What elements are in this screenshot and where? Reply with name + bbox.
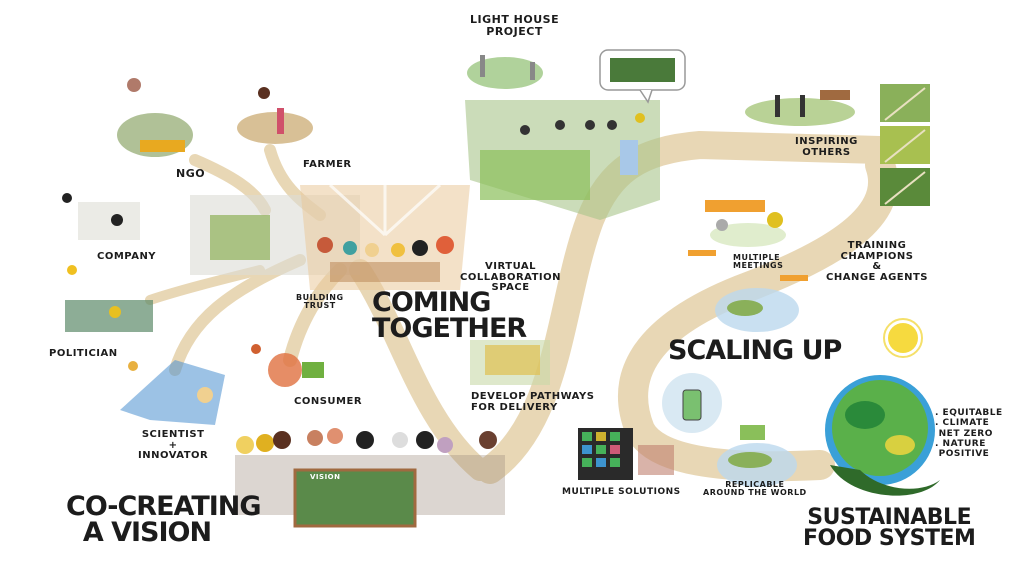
speech-bubble-icon — [599, 49, 686, 104]
politician-label: Politician — [49, 348, 118, 359]
inspiring-others-label: InspiringOthers — [795, 136, 858, 158]
lighthouse-project-label: Light HouseProject — [470, 14, 559, 37]
company-label: Company — [97, 251, 157, 262]
consumer-scene — [251, 344, 324, 387]
hand-icon — [830, 465, 940, 496]
label-line: Coming — [372, 287, 491, 318]
co-creating-vision-title: Co-Creating a Vision — [66, 491, 262, 548]
outcome-item: . Nature — [935, 439, 986, 450]
solutions-scene — [578, 428, 674, 480]
scaling-up-title: Scaling Up — [668, 335, 842, 366]
coming-together-scene — [300, 183, 470, 290]
earth-globe-icon — [825, 375, 935, 485]
globe-icon — [715, 288, 799, 332]
farmer-label: Farmer — [303, 159, 352, 170]
vision-board-label: Vision — [310, 473, 341, 481]
label-line: Co-Creating — [66, 491, 262, 522]
multiple-meetings-label: MultipleMeetings — [733, 253, 784, 271]
label-line: for Delivery — [471, 401, 558, 413]
scientist-innovator-label: Scientist+Innovator — [138, 429, 209, 462]
label-line: + — [168, 439, 178, 451]
aerial-field-images — [880, 84, 930, 206]
label-line: Change Agents — [826, 271, 929, 283]
label-line: Develop Pathways — [471, 391, 595, 402]
label-line: Around the World — [703, 488, 807, 498]
label-line: Trust — [303, 301, 336, 311]
label-line: Meetings — [733, 261, 784, 271]
coming-together-title: ComingTogether — [372, 287, 527, 344]
label-line: Virtual — [485, 261, 536, 272]
label-line: Replicable — [725, 480, 785, 489]
scientist-scene — [120, 360, 225, 425]
phone-icon — [662, 373, 722, 433]
training-champions-label: TrainingChampions&Change Agents — [826, 240, 929, 283]
vision-group-scene — [235, 428, 505, 528]
label-line: Food System — [803, 525, 976, 551]
label-line: Innovator — [138, 450, 209, 461]
inspiring-scene — [745, 90, 855, 126]
outcome-item: Net Zero — [938, 428, 993, 439]
ngo-scene — [117, 78, 193, 157]
label-line: Scientist — [141, 429, 205, 440]
develop-pathways-scene — [470, 340, 550, 385]
field-visit-scene — [465, 100, 660, 220]
label-line: Space — [491, 282, 530, 293]
outcome-item: . Climate — [935, 418, 990, 429]
building-trust-label: BuildingTrust — [296, 293, 344, 311]
replicable-globe-icon — [717, 425, 797, 487]
label-line: Light House — [470, 13, 560, 26]
farmer-scene — [237, 87, 313, 144]
meetings-scene — [688, 200, 808, 281]
develop-pathways-label: Develop Pathwaysfor Delivery — [471, 391, 595, 413]
sustainable-food-system-title: SustainableFood System — [803, 505, 976, 551]
label-line: Collaboration — [460, 271, 562, 283]
label-line: Others — [802, 146, 851, 158]
label-line: Champions — [840, 250, 914, 262]
multiple-solutions-label: Multiple Solutions — [562, 487, 681, 497]
company-scene — [62, 193, 140, 240]
ngo-label: NGO — [176, 167, 206, 180]
label-line: Together — [372, 312, 527, 344]
virtual-collaboration-label: VirtualCollaborationSpace — [460, 261, 562, 294]
outcome-item: Positive — [938, 449, 990, 460]
label-line: Project — [486, 24, 543, 38]
politician-scene — [65, 265, 153, 332]
label-line: a Vision — [82, 516, 212, 548]
replicable-label: ReplicableAround the World — [703, 480, 807, 498]
consumer-label: Consumer — [294, 396, 363, 407]
sun-icon — [883, 318, 923, 358]
label-line: Building — [296, 293, 344, 302]
label-line: Training — [847, 240, 907, 251]
label-line: Sustainable — [807, 505, 972, 530]
outcomes-list: . Equitable. Climate Net Zero. Nature Po… — [935, 408, 1003, 460]
outcome-item: . Equitable — [935, 408, 1003, 418]
label-line: Inspiring — [795, 136, 858, 147]
label-line: Multiple — [733, 253, 781, 262]
label-line: & — [872, 261, 882, 272]
lighthouse-scene — [467, 55, 543, 89]
